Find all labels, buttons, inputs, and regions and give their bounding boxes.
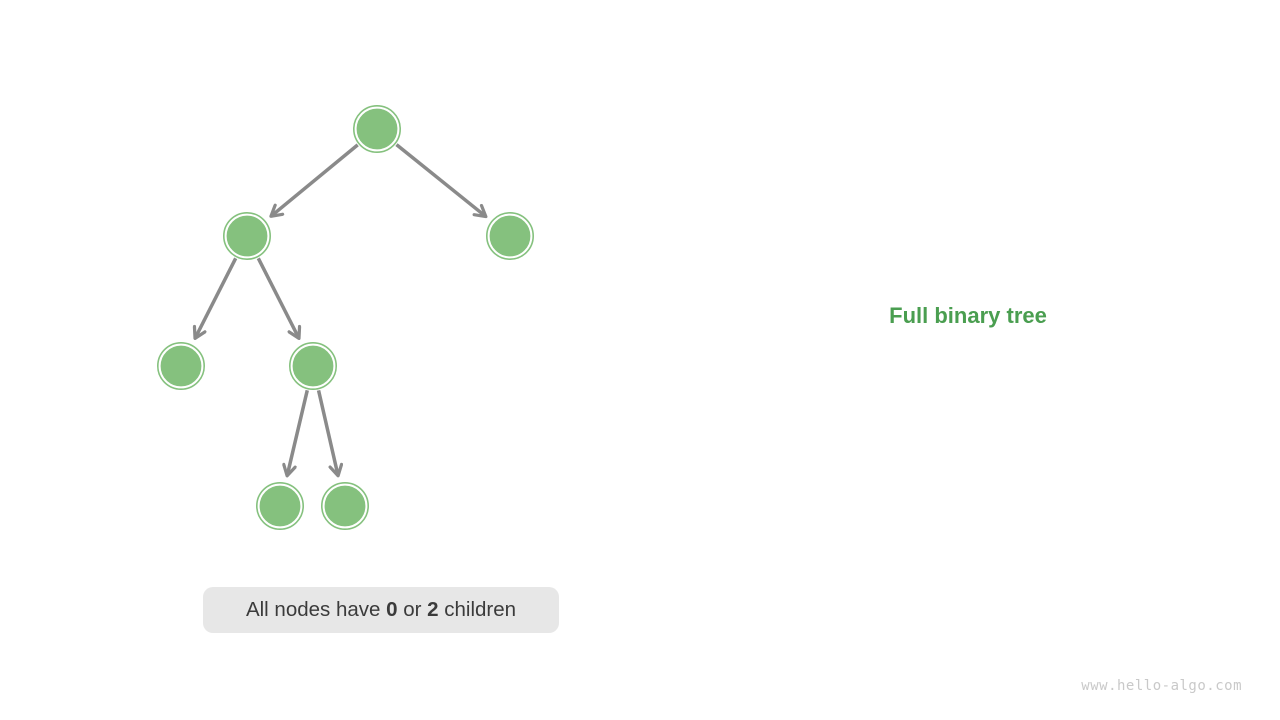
figure-title: Full binary tree bbox=[889, 303, 1047, 328]
tree-node bbox=[486, 212, 534, 260]
tree-node-circle bbox=[157, 342, 205, 390]
tree-node-inner-ring bbox=[257, 483, 303, 529]
tree-edge bbox=[271, 143, 359, 216]
tree-node bbox=[223, 212, 271, 260]
tree-node-circle bbox=[486, 212, 534, 260]
tree-node-circle bbox=[321, 482, 369, 530]
tree-edge bbox=[256, 257, 299, 338]
caption-bold-two: 2 bbox=[427, 598, 439, 621]
tree-edge bbox=[195, 257, 238, 338]
tree-edge bbox=[395, 143, 485, 217]
caption-bold-zero: 0 bbox=[386, 598, 398, 621]
caption-text-segment: All nodes have bbox=[245, 598, 387, 621]
caption-pill: All nodes have 0 or 2 children bbox=[203, 587, 559, 633]
tree-node bbox=[289, 342, 337, 390]
tree-node-inner-ring bbox=[354, 106, 400, 152]
tree-node-circle bbox=[256, 482, 304, 530]
tree-node bbox=[256, 482, 304, 530]
tree-node bbox=[157, 342, 205, 390]
caption-text-segment: children bbox=[438, 598, 517, 621]
tree-nodes bbox=[157, 105, 534, 530]
tree-node-inner-ring bbox=[290, 343, 336, 389]
tree-node bbox=[321, 482, 369, 530]
tree-node bbox=[353, 105, 401, 153]
tree-node-inner-ring bbox=[224, 213, 270, 259]
tree-edges bbox=[195, 143, 486, 476]
tree-node-inner-ring bbox=[322, 483, 368, 529]
tree-node-circle bbox=[223, 212, 271, 260]
tree-node-inner-ring bbox=[487, 213, 533, 259]
tree-node-inner-ring bbox=[158, 343, 204, 389]
tree-edge bbox=[316, 389, 339, 475]
tree-node-circle bbox=[289, 342, 337, 390]
watermark: www.hello-algo.com bbox=[1081, 678, 1242, 694]
tree-edge bbox=[287, 389, 309, 475]
caption-text-segment: or bbox=[397, 598, 428, 621]
tree-node-circle bbox=[353, 105, 401, 153]
